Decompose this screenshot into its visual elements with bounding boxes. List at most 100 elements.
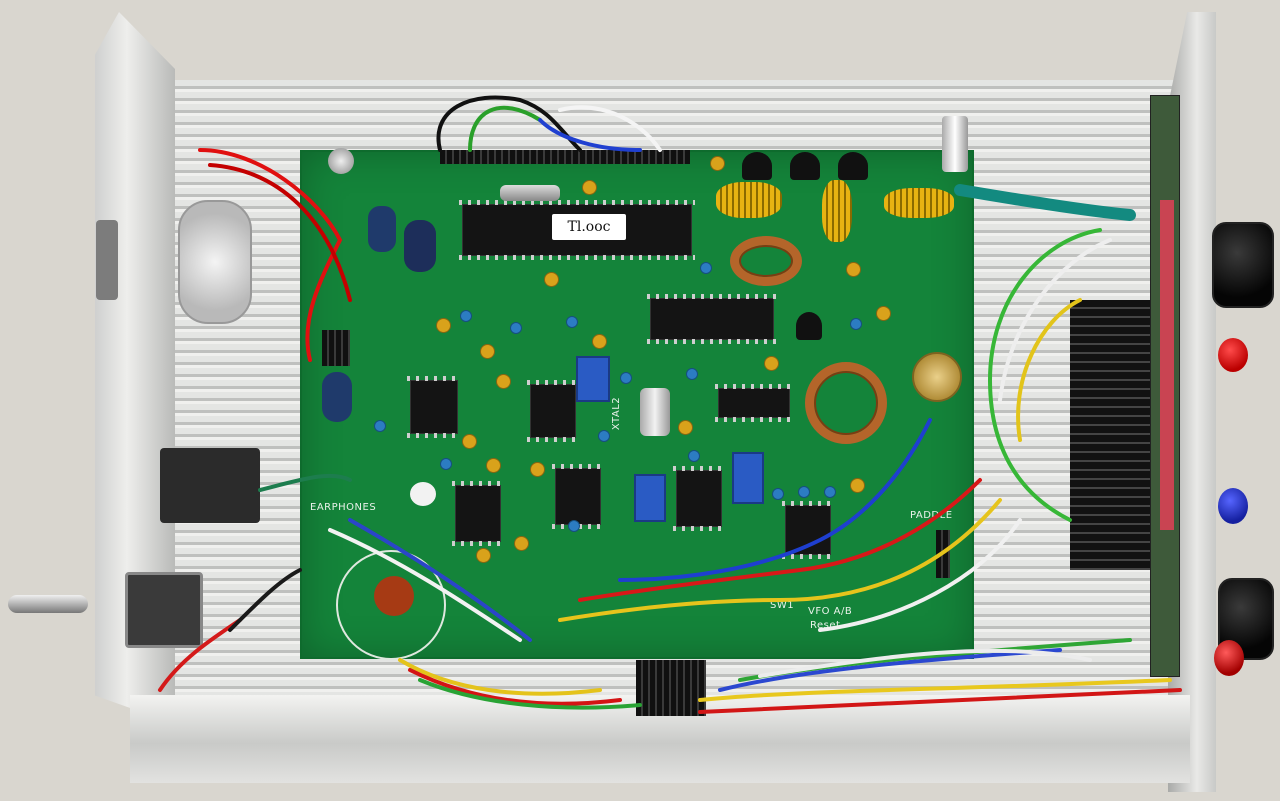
resistor xyxy=(620,372,632,384)
trimmer-potentiometer-3[interactable] xyxy=(732,452,764,504)
ceramic-capacitor xyxy=(544,272,559,287)
yellow-coil-1 xyxy=(716,182,782,218)
resistor xyxy=(460,310,472,322)
red-wire xyxy=(208,163,352,302)
electrolytic-capacitor-1 xyxy=(368,206,396,252)
resistor xyxy=(798,486,810,498)
resistor xyxy=(598,430,610,442)
ceramic-capacitor xyxy=(678,420,693,435)
ic-mixer xyxy=(647,294,777,344)
toroid-coil-small xyxy=(730,236,802,286)
ceramic-capacitor xyxy=(462,434,477,449)
red-push-button[interactable] xyxy=(1218,338,1248,372)
ceramic-capacitor xyxy=(480,344,495,359)
antenna-connector xyxy=(178,200,252,324)
ceramic-capacitor xyxy=(850,478,865,493)
front-panel-red-strip xyxy=(1160,200,1174,530)
ceramic-capacitor xyxy=(876,306,891,321)
resistor xyxy=(850,318,862,330)
tuning-knob[interactable] xyxy=(1212,222,1274,308)
ic-soic xyxy=(715,384,793,422)
white-wire xyxy=(558,105,662,152)
standoff-post xyxy=(328,148,354,174)
electrolytic-capacitor-3 xyxy=(322,372,352,422)
ceramic-capacitor xyxy=(530,462,545,477)
ceramic-capacitor xyxy=(764,356,779,371)
yellow-wire xyxy=(698,678,1172,702)
white-wire xyxy=(758,648,1092,678)
variable-capacitor[interactable] xyxy=(912,352,962,402)
yellow-wire xyxy=(1016,298,1082,442)
white-wire xyxy=(328,528,522,642)
yellow-wire xyxy=(558,498,1002,622)
transistor-1 xyxy=(742,152,772,180)
trimmer-potentiometer-1[interactable] xyxy=(576,356,610,402)
yellow-wire xyxy=(398,658,602,696)
ceramic-capacitor xyxy=(710,156,725,171)
ic-dip8-3 xyxy=(452,481,504,546)
ceramic-capacitor xyxy=(496,374,511,389)
pin-header-bottom xyxy=(636,660,706,716)
toggle-switch-lever[interactable] xyxy=(8,595,88,613)
toroid-coil-main xyxy=(805,362,887,444)
standoff-post xyxy=(942,116,968,172)
resistor xyxy=(374,420,386,432)
transistor-2 xyxy=(790,152,820,180)
silkscreen-earphones: EARPHONES xyxy=(310,502,377,513)
ic-dip8-1 xyxy=(407,376,461,438)
blue-wire xyxy=(618,418,932,582)
silkscreen-sw1: SW1 xyxy=(770,600,795,611)
ceramic-capacitor xyxy=(592,334,607,349)
teal-tube xyxy=(954,184,1136,221)
ceramic-capacitor xyxy=(486,458,501,473)
crystal-oscillator xyxy=(640,388,670,436)
red-wire xyxy=(698,688,1182,714)
transistor-3 xyxy=(838,152,868,180)
crystal-top xyxy=(500,185,560,201)
ic-dip8-5 xyxy=(673,466,725,531)
blue-push-button[interactable] xyxy=(1218,488,1248,524)
blue-wire xyxy=(348,518,532,642)
silkscreen-paddle: PADDLE xyxy=(910,510,953,521)
red-wire xyxy=(408,668,622,706)
resistor xyxy=(440,458,452,470)
ceramic-capacitor xyxy=(436,318,451,333)
green-wire xyxy=(258,473,352,492)
ic-dip8-2 xyxy=(527,380,579,442)
pin-header-left xyxy=(322,330,350,366)
transistor-4 xyxy=(796,312,822,340)
resistor xyxy=(688,450,700,462)
resistor xyxy=(686,368,698,380)
yellow-coil-2 xyxy=(822,180,852,242)
electrolytic-capacitor-2 xyxy=(404,220,436,272)
earphone-jack-hole xyxy=(374,576,414,616)
blue-wire xyxy=(718,648,1062,692)
silkscreen-reset: Reset xyxy=(810,620,841,631)
trimmer-potentiometer-2[interactable] xyxy=(634,474,666,522)
pin-header-top xyxy=(440,150,690,164)
rear-connector-ring xyxy=(96,220,118,300)
black-wire xyxy=(228,568,302,632)
blue-wire xyxy=(538,118,642,152)
red-wire xyxy=(578,478,982,602)
resistor xyxy=(700,262,712,274)
ceramic-capacitor xyxy=(846,262,861,277)
toggle-switch-body xyxy=(125,572,203,648)
red-wire xyxy=(198,148,343,362)
red-led xyxy=(1214,640,1244,676)
ceramic-capacitor xyxy=(514,536,529,551)
electrolytic-capacitor-4 xyxy=(410,482,436,506)
resistor xyxy=(510,322,522,334)
resistor xyxy=(566,316,578,328)
green-wire xyxy=(987,228,1102,522)
red-wire xyxy=(158,618,242,692)
white-wire xyxy=(818,518,1022,632)
green-wire xyxy=(418,678,642,710)
yellow-coil-3 xyxy=(884,188,954,218)
earphone-jack-outline xyxy=(336,550,446,660)
ribbon-connector xyxy=(1070,300,1150,570)
ceramic-capacitor xyxy=(476,548,491,563)
resistor xyxy=(568,520,580,532)
ceramic-capacitor xyxy=(582,180,597,195)
